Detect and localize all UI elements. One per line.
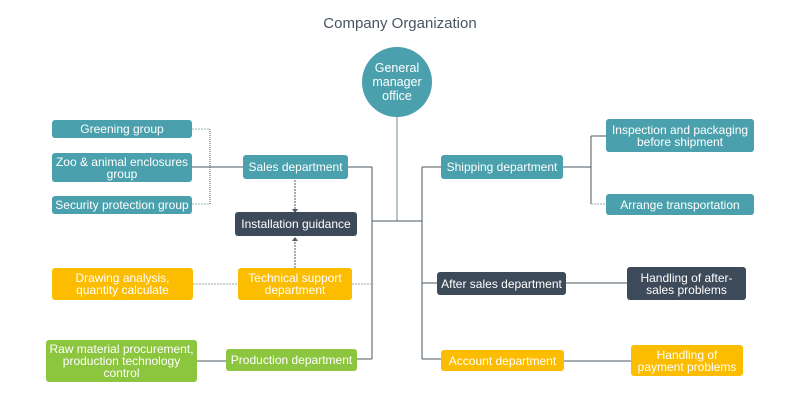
node-label: Technical support department: [248, 271, 342, 297]
node-inspection-packaging[interactable]: Inspection and packaging before shipment: [606, 119, 754, 152]
node-sales-department[interactable]: Sales department: [243, 155, 348, 179]
node-label: Handling of payment problems: [637, 347, 737, 374]
node-label: Handling of after-sales problems: [640, 270, 733, 297]
node-raw-material[interactable]: Raw material procurement, production tec…: [46, 340, 197, 382]
node-shipping-department[interactable]: Shipping department: [441, 155, 563, 179]
node-label: Drawing analysis, quantity calculate: [75, 271, 170, 297]
node-after-sales-department[interactable]: After sales department: [437, 272, 566, 295]
node-label: Zoo & animal enclosures group: [55, 154, 189, 181]
node-label: Arrange transportation: [620, 197, 740, 212]
arrow-down-icon: [292, 209, 298, 213]
node-handling-payment[interactable]: Handling of payment problems: [631, 345, 743, 376]
node-arrange-transportation[interactable]: Arrange transportation: [606, 194, 754, 215]
node-label: General manager office: [372, 61, 422, 103]
diagram-title: Company Organization: [323, 15, 477, 32]
node-technical-support[interactable]: Technical support department: [238, 268, 352, 300]
node-label: Inspection and packaging before shipment: [611, 122, 749, 149]
node-installation-guidance[interactable]: Installation guidance: [235, 212, 357, 236]
node-production-department[interactable]: Production department: [226, 349, 357, 371]
node-label: Sales department: [248, 160, 343, 174]
node-greening-group[interactable]: Greening group: [52, 120, 192, 138]
node-zoo-group[interactable]: Zoo & animal enclosures group: [52, 153, 192, 182]
node-label: Installation guidance: [241, 217, 351, 231]
node-security-group[interactable]: Security protection group: [52, 196, 192, 214]
node-label: Shipping department: [446, 160, 558, 174]
node-handling-after-sales[interactable]: Handling of after-sales problems: [627, 267, 746, 300]
node-label: Raw material procurement, production tec…: [49, 342, 194, 380]
node-drawing-analysis[interactable]: Drawing analysis, quantity calculate: [52, 268, 193, 300]
node-label: After sales department: [441, 276, 562, 291]
node-label: Greening group: [80, 122, 164, 136]
node-label: Security protection group: [55, 198, 189, 212]
node-label: Account department: [448, 353, 557, 368]
node-account-department[interactable]: Account department: [441, 350, 564, 371]
node-label: Production department: [230, 353, 353, 367]
arrow-up-icon: [292, 237, 298, 241]
node-general-manager[interactable]: General manager office: [362, 47, 432, 117]
